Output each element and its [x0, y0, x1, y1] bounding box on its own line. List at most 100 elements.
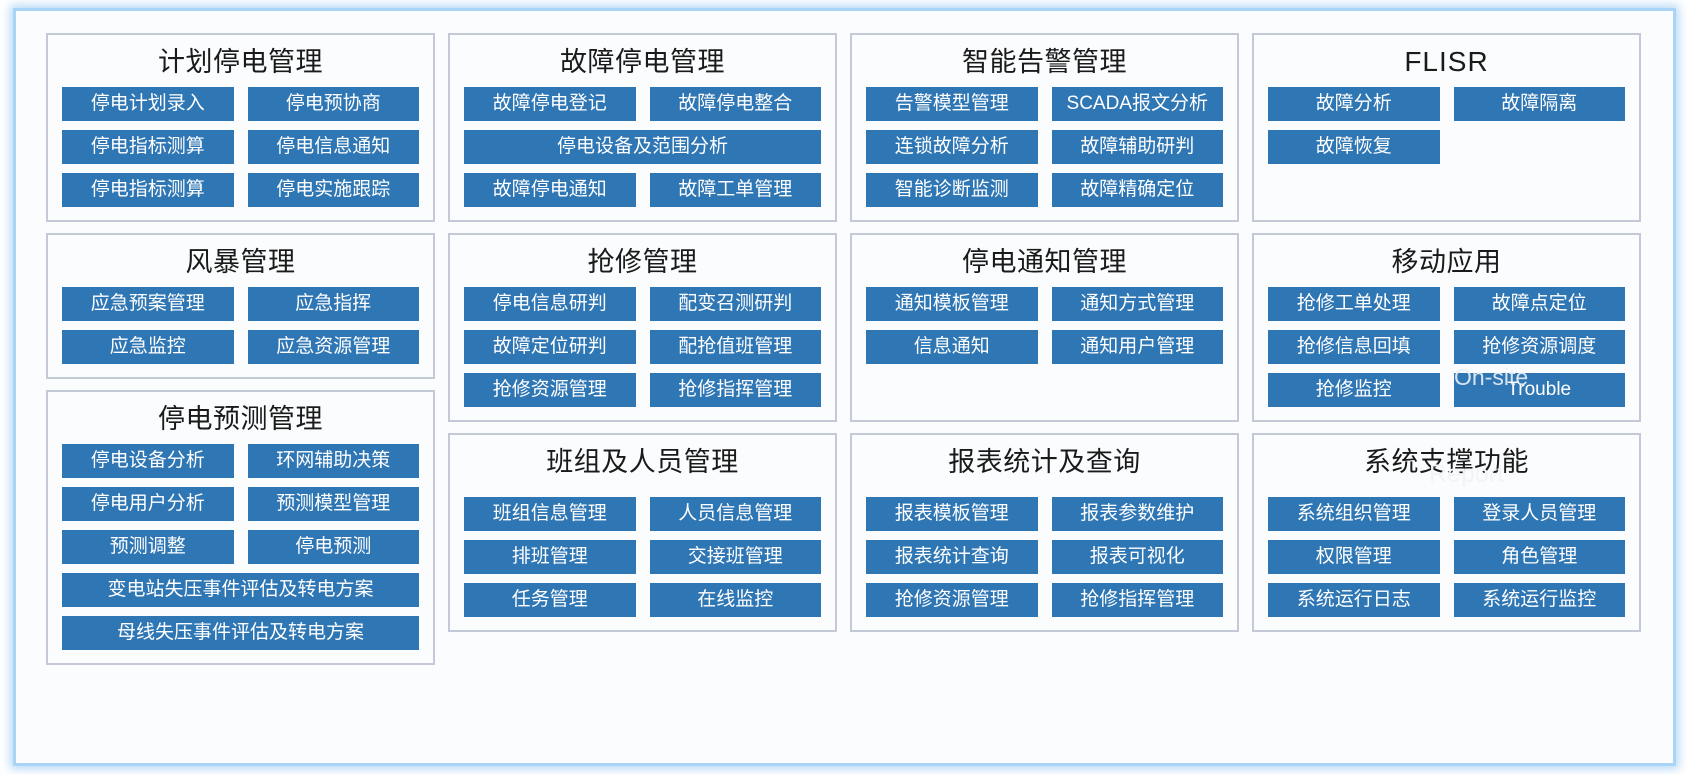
menu-button[interactable]: Trouble	[1453, 373, 1625, 407]
menu-button[interactable]: 母线失压事件评估及转电方案	[62, 616, 419, 650]
menu-button[interactable]: 故障停电通知	[464, 173, 636, 207]
button-grid: 停电信息研判 配变召测研判 故障定位研判 配抢值班管理 抢修资源管理 抢修指挥管…	[464, 287, 821, 407]
menu-button[interactable]: 排班管理	[464, 540, 636, 574]
menu-button[interactable]: 停电用户分析	[62, 487, 234, 521]
menu-button[interactable]: 停电设备及范围分析	[464, 130, 821, 164]
menu-button[interactable]: 角色管理	[1453, 540, 1625, 574]
menu-button[interactable]: 告警模型管理	[866, 87, 1038, 121]
menu-button[interactable]: 系统组织管理	[1268, 497, 1440, 531]
menu-button[interactable]: 应急预案管理	[62, 287, 234, 321]
menu-button[interactable]: 停电信息研判	[464, 287, 636, 321]
button-grid: 停电设备分析 环网辅助决策 停电用户分析 预测模型管理 预测调整 停电预测	[62, 444, 419, 650]
menu-button[interactable]: 故障停电整合	[649, 87, 821, 121]
menu-button[interactable]: 报表模板管理	[866, 497, 1038, 531]
button-row-empty	[866, 373, 1223, 407]
menu-button[interactable]: 预测调整	[62, 530, 234, 564]
menu-button[interactable]: 登录人员管理	[1453, 497, 1625, 531]
menu-button[interactable]: 停电实施跟踪	[247, 173, 419, 207]
menu-button[interactable]: 故障停电登记	[464, 87, 636, 121]
panel-title: 智能告警管理	[962, 47, 1127, 77]
menu-button[interactable]: 停电计划录入	[62, 87, 234, 121]
menu-button[interactable]: 停电预测	[247, 530, 419, 564]
menu-button[interactable]: 故障精确定位	[1051, 173, 1223, 207]
menu-button[interactable]: 抢修资源管理	[464, 373, 636, 407]
button-row: 抢修信息回填 抢修资源调度	[1268, 330, 1625, 364]
menu-button[interactable]: 环网辅助决策	[247, 444, 419, 478]
menu-button[interactable]: 交接班管理	[649, 540, 821, 574]
menu-button[interactable]: 配变召测研判	[649, 287, 821, 321]
menu-button[interactable]: 信息通知	[866, 330, 1038, 364]
menu-button[interactable]: 变电站失压事件评估及转电方案	[62, 573, 419, 607]
menu-button[interactable]: 故障定位研判	[464, 330, 636, 364]
panel-title: 风暴管理	[185, 247, 296, 277]
menu-button[interactable]: 故障点定位	[1453, 287, 1625, 321]
menu-button[interactable]: 故障分析	[1268, 87, 1440, 121]
menu-button[interactable]: 抢修资源管理	[866, 583, 1038, 617]
menu-button[interactable]: 人员信息管理	[649, 497, 821, 531]
panel-title: 故障停电管理	[560, 47, 725, 77]
panel-repair-management: 抢修管理 停电信息研判 配变召测研判 故障定位研判 配抢值班管理 抢修资源管理	[448, 233, 837, 422]
menu-button[interactable]: 通知用户管理	[1051, 330, 1223, 364]
menu-button[interactable]: 停电指标测算	[62, 173, 234, 207]
panel-storm-management: 风暴管理 应急预案管理 应急指挥 应急监控 应急资源管理	[46, 233, 435, 379]
menu-button[interactable]: 停电设备分析	[62, 444, 234, 478]
button-row: 停电设备分析 环网辅助决策	[62, 444, 419, 478]
menu-button[interactable]: 抢修工单处理	[1268, 287, 1440, 321]
menu-button[interactable]: 故障恢复	[1268, 130, 1440, 164]
menu-button[interactable]: 抢修指挥管理	[649, 373, 821, 407]
menu-button[interactable]: 配抢值班管理	[649, 330, 821, 364]
menu-button[interactable]: 系统运行日志	[1268, 583, 1440, 617]
menu-button[interactable]: 故障工单管理	[649, 173, 821, 207]
menu-button[interactable]: 抢修指挥管理	[1051, 583, 1223, 617]
menu-button[interactable]: 通知模板管理	[866, 287, 1038, 321]
button-grid: 抢修工单处理 故障点定位 抢修信息回填 抢修资源调度 抢修监控 Trouble	[1268, 287, 1625, 407]
menu-button[interactable]: 权限管理	[1268, 540, 1440, 574]
button-grid: 告警模型管理 SCADA报文分析 连锁故障分析 故障辅助研判 智能诊断监测 故障…	[866, 87, 1223, 207]
panel-title: 移动应用	[1391, 247, 1502, 277]
menu-button[interactable]: 系统运行监控	[1453, 583, 1625, 617]
menu-button[interactable]: 报表参数维护	[1051, 497, 1223, 531]
menu-button[interactable]: 报表可视化	[1051, 540, 1223, 574]
menu-button[interactable]: 应急监控	[62, 330, 234, 364]
application-frame: 计划停电管理 停电计划录入 停电预协商 停电指标测算 停电信息通知 停电指标测算	[13, 8, 1676, 766]
panel-fault-outage: 故障停电管理 故障停电登记 故障停电整合 停电设备及范围分析 故障停电通知 故障…	[448, 33, 837, 222]
menu-button[interactable]: 报表统计查询	[866, 540, 1038, 574]
menu-button[interactable]: 通知方式管理	[1051, 287, 1223, 321]
button-row: 告警模型管理 SCADA报文分析	[866, 87, 1223, 121]
button-row: 班组信息管理 人员信息管理	[464, 497, 821, 531]
menu-button[interactable]: 应急资源管理	[247, 330, 419, 364]
menu-button[interactable]: 在线监控	[649, 583, 821, 617]
menu-button[interactable]: 抢修资源调度	[1453, 330, 1625, 364]
button-row: 抢修监控 Trouble	[1268, 373, 1625, 407]
menu-button[interactable]: 预测模型管理	[247, 487, 419, 521]
button-row: 停电信息研判 配变召测研判	[464, 287, 821, 321]
menu-button[interactable]: 抢修监控	[1268, 373, 1440, 407]
menu-button[interactable]: 停电指标测算	[62, 130, 234, 164]
panel-title: FLISR	[1404, 46, 1489, 77]
button-row: 通知模板管理 通知方式管理	[866, 287, 1223, 321]
button-grid: 停电计划录入 停电预协商 停电指标测算 停电信息通知 停电指标测算 停电实施跟踪	[62, 87, 419, 207]
menu-button[interactable]: 任务管理	[464, 583, 636, 617]
menu-button[interactable]: 抢修信息回填	[1268, 330, 1440, 364]
menu-button[interactable]: SCADA报文分析	[1051, 87, 1223, 121]
menu-button[interactable]: 故障隔离	[1453, 87, 1625, 121]
menu-button[interactable]: 停电预协商	[247, 87, 419, 121]
panel-title: 计划停电管理	[158, 47, 323, 77]
menu-button[interactable]: 连锁故障分析	[866, 130, 1038, 164]
menu-button[interactable]: 班组信息管理	[464, 497, 636, 531]
menu-button[interactable]: 应急指挥	[247, 287, 419, 321]
menu-button[interactable]: 智能诊断监测	[866, 173, 1038, 207]
menu-button[interactable]: 故障辅助研判	[1051, 130, 1223, 164]
panel-report-query: 报表统计及查询 报表模板管理 报表参数维护 报表统计查询 报表可视化 抢修资源管…	[850, 433, 1239, 632]
column-second: 故障停电管理 故障停电登记 故障停电整合 停电设备及范围分析 故障停电通知 故障…	[448, 33, 837, 632]
menu-button[interactable]: 停电信息通知	[247, 130, 419, 164]
button-row: 信息通知 通知用户管理	[866, 330, 1223, 364]
panel-smart-alarm: 智能告警管理 告警模型管理 SCADA报文分析 连锁故障分析 故障辅助研判 智能…	[850, 33, 1239, 222]
button-row: 抢修资源管理 抢修指挥管理	[866, 583, 1223, 617]
panel-mobile-application: 移动应用 抢修工单处理 故障点定位 抢修信息回填 抢修资源调度 抢修监控 Tro	[1252, 233, 1641, 422]
button-row: 故障停电登记 故障停电整合	[464, 87, 821, 121]
panel-system-support: 系统支撑功能 系统组织管理 登录人员管理 权限管理 角色管理 系统运行日志 系统	[1252, 433, 1641, 632]
panel-planned-outage: 计划停电管理 停电计划录入 停电预协商 停电指标测算 停电信息通知 停电指标测算	[46, 33, 435, 222]
button-row: 系统运行日志 系统运行监控	[1268, 583, 1625, 617]
button-row: 应急监控 应急资源管理	[62, 330, 419, 364]
